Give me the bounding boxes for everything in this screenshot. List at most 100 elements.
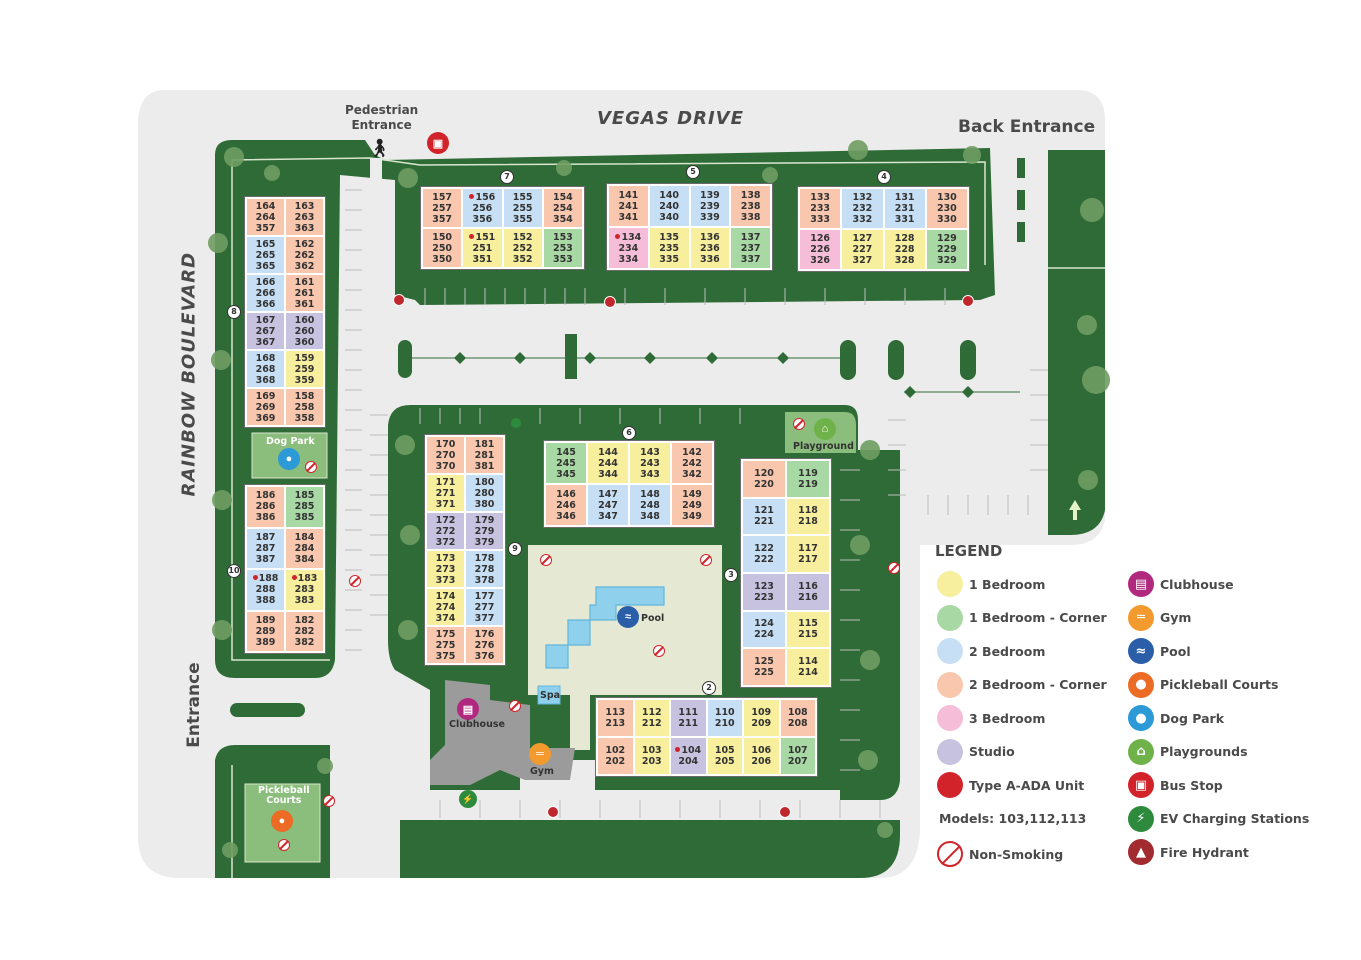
legend-item: ●Pickleball Courts — [1128, 671, 1278, 698]
unit-number: 276 — [474, 639, 495, 651]
fire-hydrant-icon — [604, 296, 616, 308]
unit-number: 250 — [432, 242, 453, 254]
fire-hydrant-icon — [779, 806, 791, 818]
unit-number: 156 — [469, 192, 495, 203]
unit-number: 130 — [936, 192, 957, 203]
no-smoking-icon — [937, 841, 963, 867]
unit-number: 240 — [659, 200, 680, 212]
unit-number: 344 — [598, 468, 618, 480]
legend-label: Dog Park — [1160, 710, 1225, 726]
building-number-2: 2 — [702, 681, 716, 695]
unit-number: 255 — [512, 202, 533, 214]
unit-number: 139 — [699, 189, 720, 201]
unit-number: 175 — [435, 628, 456, 640]
unit-number: 280 — [474, 487, 495, 499]
unit-number: 351 — [472, 253, 493, 265]
unit-number: 136 — [699, 231, 720, 243]
unit-number: 127 — [852, 233, 873, 244]
unit-number: 215 — [798, 629, 818, 641]
unit-number: 179 — [474, 514, 495, 526]
unit-number: 184 — [294, 531, 315, 543]
unit-number: 222 — [754, 554, 774, 566]
building-number-7: 7 — [500, 170, 514, 184]
ev-charging-icon: ⚡ — [459, 790, 477, 808]
unit-number: 107 — [787, 745, 808, 756]
legend-item: ▲Fire Hydrant — [1128, 839, 1249, 865]
unit-number: 143 — [640, 446, 660, 458]
fire-hydrant-icon — [547, 806, 559, 818]
unit-number: 256 — [472, 202, 493, 214]
unit-number: 145 — [556, 446, 576, 458]
unit-number: 223 — [754, 591, 774, 603]
unit-number: 239 — [699, 200, 720, 212]
dog-park-label: Dog Park — [266, 436, 315, 447]
unit-number: 176 — [474, 628, 495, 640]
unit-number: 326 — [810, 255, 831, 266]
unit-number: 228 — [894, 244, 915, 255]
pickleball-icon: ● — [1128, 671, 1154, 698]
pedestrian-icon: 🚶︎ — [368, 138, 391, 158]
unit-number: 363 — [294, 222, 315, 234]
unit-number: 345 — [556, 468, 576, 480]
unit-number: 277 — [474, 601, 495, 613]
unit-number: 148 — [640, 488, 660, 500]
unit-number: 287 — [255, 542, 276, 554]
unit-number: 353 — [552, 253, 573, 265]
unit-number: 376 — [474, 650, 495, 662]
unit-number: 158 — [294, 390, 315, 402]
unit-number: 370 — [435, 460, 456, 472]
unit-number: 119 — [798, 467, 818, 479]
legend-non-smoking-label: Non-Smoking — [969, 846, 1064, 862]
unit-number: 220 — [754, 478, 774, 490]
legend-swatch — [937, 772, 963, 798]
unit-number: 118 — [798, 505, 818, 517]
unit-number: 348 — [640, 510, 660, 522]
unit-number: 186 — [255, 490, 276, 502]
playground-icon: ⌂ — [1128, 738, 1154, 765]
legend-label: Playgrounds — [1160, 744, 1248, 759]
unit-number: 328 — [894, 255, 915, 266]
legend-item: 3 Bedroom — [937, 705, 1045, 731]
unit-number: 354 — [552, 213, 573, 225]
unit-number: 237 — [740, 242, 761, 254]
unit-number: 121 — [754, 505, 774, 517]
unit-number: 142 — [682, 446, 702, 458]
unit-number: 268 — [255, 363, 276, 375]
unit-number: 117 — [798, 543, 818, 555]
unit-number: 106 — [751, 745, 772, 756]
unit-number: 122 — [754, 543, 774, 555]
legend-title: LEGEND — [935, 542, 1003, 560]
east-green — [1048, 150, 1105, 535]
unit-number: 327 — [852, 255, 873, 266]
pool-label: Pool — [641, 613, 665, 624]
unit-number: 232 — [852, 203, 873, 214]
unit-number: 131 — [894, 192, 915, 203]
unit-number: 259 — [294, 363, 315, 375]
unit-number: 161 — [294, 276, 315, 288]
no-smoking-icon — [540, 554, 552, 566]
unit-number: 231 — [894, 203, 915, 214]
legend-swatch — [937, 705, 963, 731]
unit-number: 389 — [255, 636, 276, 648]
dog-park-icon: ● — [1128, 705, 1154, 731]
